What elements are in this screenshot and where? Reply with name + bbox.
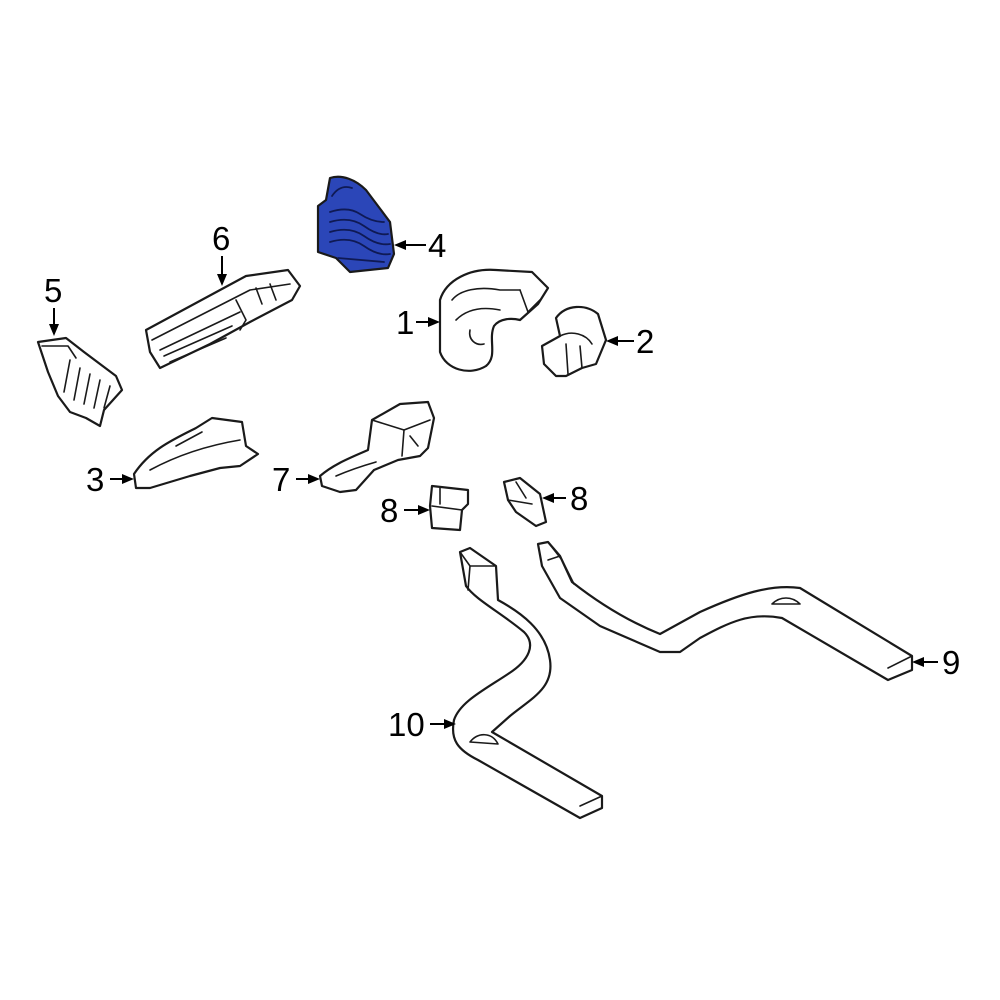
callout-4: 4 xyxy=(428,227,447,264)
leader-8a xyxy=(404,505,430,515)
part-8-clip-left[interactable] xyxy=(428,484,470,532)
leader-5 xyxy=(49,308,59,336)
callout-3: 3 xyxy=(86,461,105,498)
callout-7: 7 xyxy=(272,461,291,498)
leader-1 xyxy=(416,317,440,327)
leader-2 xyxy=(606,336,634,346)
callout-1: 1 xyxy=(396,304,415,341)
part-5-vent-grille[interactable] xyxy=(36,336,124,428)
leader-6 xyxy=(217,256,227,286)
part-7-duct[interactable] xyxy=(318,400,436,494)
callout-2: 2 xyxy=(636,323,655,360)
leader-8b xyxy=(542,493,566,503)
leader-7 xyxy=(296,474,320,484)
part-9-floor-duct[interactable] xyxy=(536,540,914,682)
part-2-duct-connector[interactable] xyxy=(540,305,608,378)
part-8-clip-right[interactable] xyxy=(502,476,548,528)
callout-5: 5 xyxy=(44,272,63,309)
leader-4 xyxy=(394,240,426,250)
callout-8-right: 8 xyxy=(570,480,589,517)
leader-10 xyxy=(430,719,456,729)
part-3-duct[interactable] xyxy=(132,416,260,490)
part-4-duct-highlighted[interactable] xyxy=(316,175,396,274)
leader-9 xyxy=(912,657,938,667)
callout-8-left: 8 xyxy=(380,492,399,529)
callout-6: 6 xyxy=(212,220,231,257)
part-1-elbow-duct[interactable] xyxy=(438,268,550,372)
part-10-floor-duct[interactable] xyxy=(451,546,604,820)
leader-3 xyxy=(110,474,134,484)
callout-9: 9 xyxy=(942,644,961,681)
callout-10: 10 xyxy=(388,706,425,743)
part-6-vent-duct[interactable] xyxy=(144,268,302,370)
